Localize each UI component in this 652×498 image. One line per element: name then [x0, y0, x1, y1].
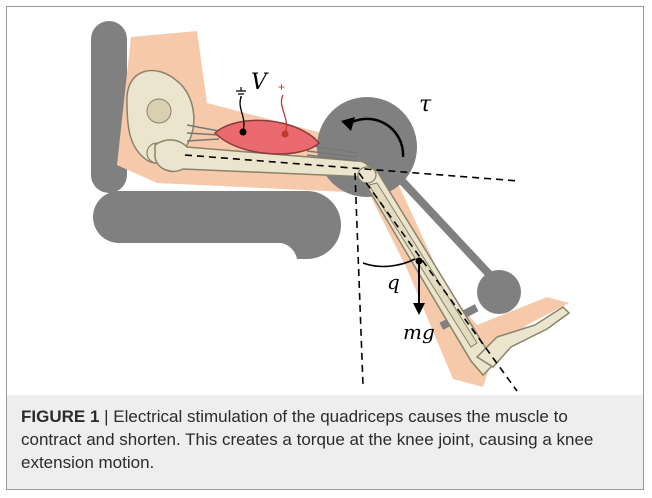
gravity-arrowhead	[413, 303, 425, 315]
figure-container: + V τ q mg FIGURE 1 | Electrical stimula…	[6, 6, 644, 490]
vertical-reference-line	[355, 173, 363, 385]
angle-label: q	[387, 270, 400, 294]
ankle-disk	[477, 270, 521, 314]
torque-label: τ	[419, 92, 432, 117]
positive-electrode	[282, 131, 289, 138]
chair-seat	[93, 191, 341, 259]
plus-symbol: +	[278, 80, 285, 94]
ground-symbol	[236, 87, 246, 97]
ground-electrode	[240, 129, 247, 136]
weight-label: mg	[403, 320, 435, 344]
voltage-label: V	[251, 70, 269, 95]
figure-caption: FIGURE 1 | Electrical stimulation of the…	[7, 395, 643, 489]
figure-label: FIGURE 1	[21, 407, 99, 426]
chair-backrest	[91, 21, 127, 193]
caption-separator: |	[99, 407, 113, 426]
knee-extension-illustration: + V τ q mg	[7, 7, 643, 397]
